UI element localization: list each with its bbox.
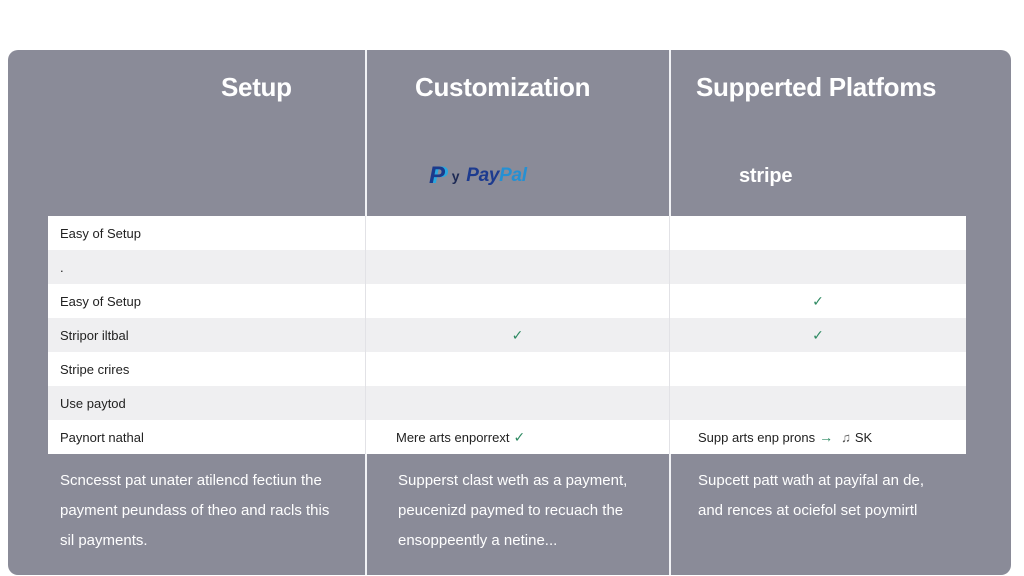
check-icon: ✓: [513, 428, 526, 445]
row-col2: [366, 284, 670, 318]
row-col3: ✓: [670, 318, 966, 352]
row-label: Paynort nathal: [48, 420, 366, 454]
paypal-logo: P y PayPal: [429, 162, 527, 190]
row-col3: ✓: [670, 284, 966, 318]
footer-line: payment peundass of theo and racls this: [60, 502, 330, 519]
table-row: .: [48, 250, 966, 284]
footer-line: ensoppeently a netine...: [398, 532, 558, 549]
row-col2: ✓: [366, 318, 670, 352]
row-col2-text: Mere arts enporrext: [396, 429, 510, 445]
row-col3-text: Supp arts enp prons: [698, 429, 816, 445]
row-label: Stripe crires: [48, 352, 366, 386]
table-row: Easy of Setup: [48, 216, 966, 250]
comparison-table: Easy of Setup . Easy of Setup ✓ Stripor …: [48, 216, 966, 454]
table-row: Stripe crires: [48, 352, 966, 386]
row-col3: [670, 352, 966, 386]
check-icon: ✓: [511, 326, 524, 343]
table-row: Easy of Setup ✓: [48, 284, 966, 318]
paypal-small-text: y: [451, 168, 460, 184]
footer-platforms-text: Supcett patt wath at payifal an de, and …: [698, 466, 924, 526]
footer-setup-text: Scncesst pat unater atilencd fectiun the…: [60, 466, 329, 556]
footer-customization-text: Supperst clast weth as a payment, peucen…: [398, 466, 627, 556]
paypal-glyph-icon: P: [429, 162, 445, 189]
row-label: .: [48, 250, 366, 284]
row-label: Easy of Setup: [48, 284, 366, 318]
row-col2: Mere arts enporrext ✓: [366, 420, 670, 454]
column-title: Customization: [415, 72, 591, 102]
stripe-logo: stripe: [739, 165, 793, 187]
paypal-word-pay: Pay: [466, 165, 500, 186]
check-icon: ✓: [812, 326, 824, 343]
paypal-word-pal: Pal: [499, 165, 527, 186]
comparison-card: Setup Customization P y PayPal Supperted…: [8, 50, 1011, 575]
row-label: Easy of Setup: [48, 216, 366, 250]
column-title: Setup: [221, 72, 292, 102]
header-platforms: Supperted Platfoms stripe: [671, 50, 1011, 216]
row-col2: [366, 352, 670, 386]
row-col3-tail: SK: [854, 429, 873, 445]
table-row: Stripor iltbal ✓ ✓: [48, 318, 966, 352]
row-col2: [366, 386, 670, 420]
paypal-wordmark: PayPal: [466, 165, 527, 187]
row-col3: [670, 386, 966, 420]
arrow-right-icon: →: [819, 429, 834, 445]
row-label: Stripor iltbal: [48, 318, 366, 352]
column-title: Supperted Platfoms: [696, 72, 937, 102]
row-col3: [670, 250, 966, 284]
row-col2: [366, 250, 670, 284]
footer-line: sil payments.: [60, 532, 148, 549]
row-label: Use paytod: [48, 386, 366, 420]
footer-line: Supperst clast weth as a payment,: [398, 472, 628, 489]
header-setup: Setup: [8, 50, 365, 216]
header-customization: Customization P y PayPal: [367, 50, 669, 216]
footer-line: peucenizd paymed to recuach the: [398, 502, 624, 519]
check-icon: ✓: [812, 292, 824, 309]
row-col3: [670, 216, 966, 250]
footer-line: Scncesst pat unater atilencd fectiun the: [60, 472, 322, 489]
row-col3: Supp arts enp prons → ♫ SK: [670, 420, 966, 454]
table-row: Use paytod: [48, 386, 966, 420]
footer-line: and rences at ociefol set poymirtl: [698, 502, 918, 519]
row-col2: [366, 216, 670, 250]
music-note-icon: ♫: [841, 429, 851, 445]
footer-line: Supcett patt wath at payifal an de,: [698, 472, 924, 489]
table-row: Paynort nathal Mere arts enporrext ✓ Sup…: [48, 420, 966, 454]
